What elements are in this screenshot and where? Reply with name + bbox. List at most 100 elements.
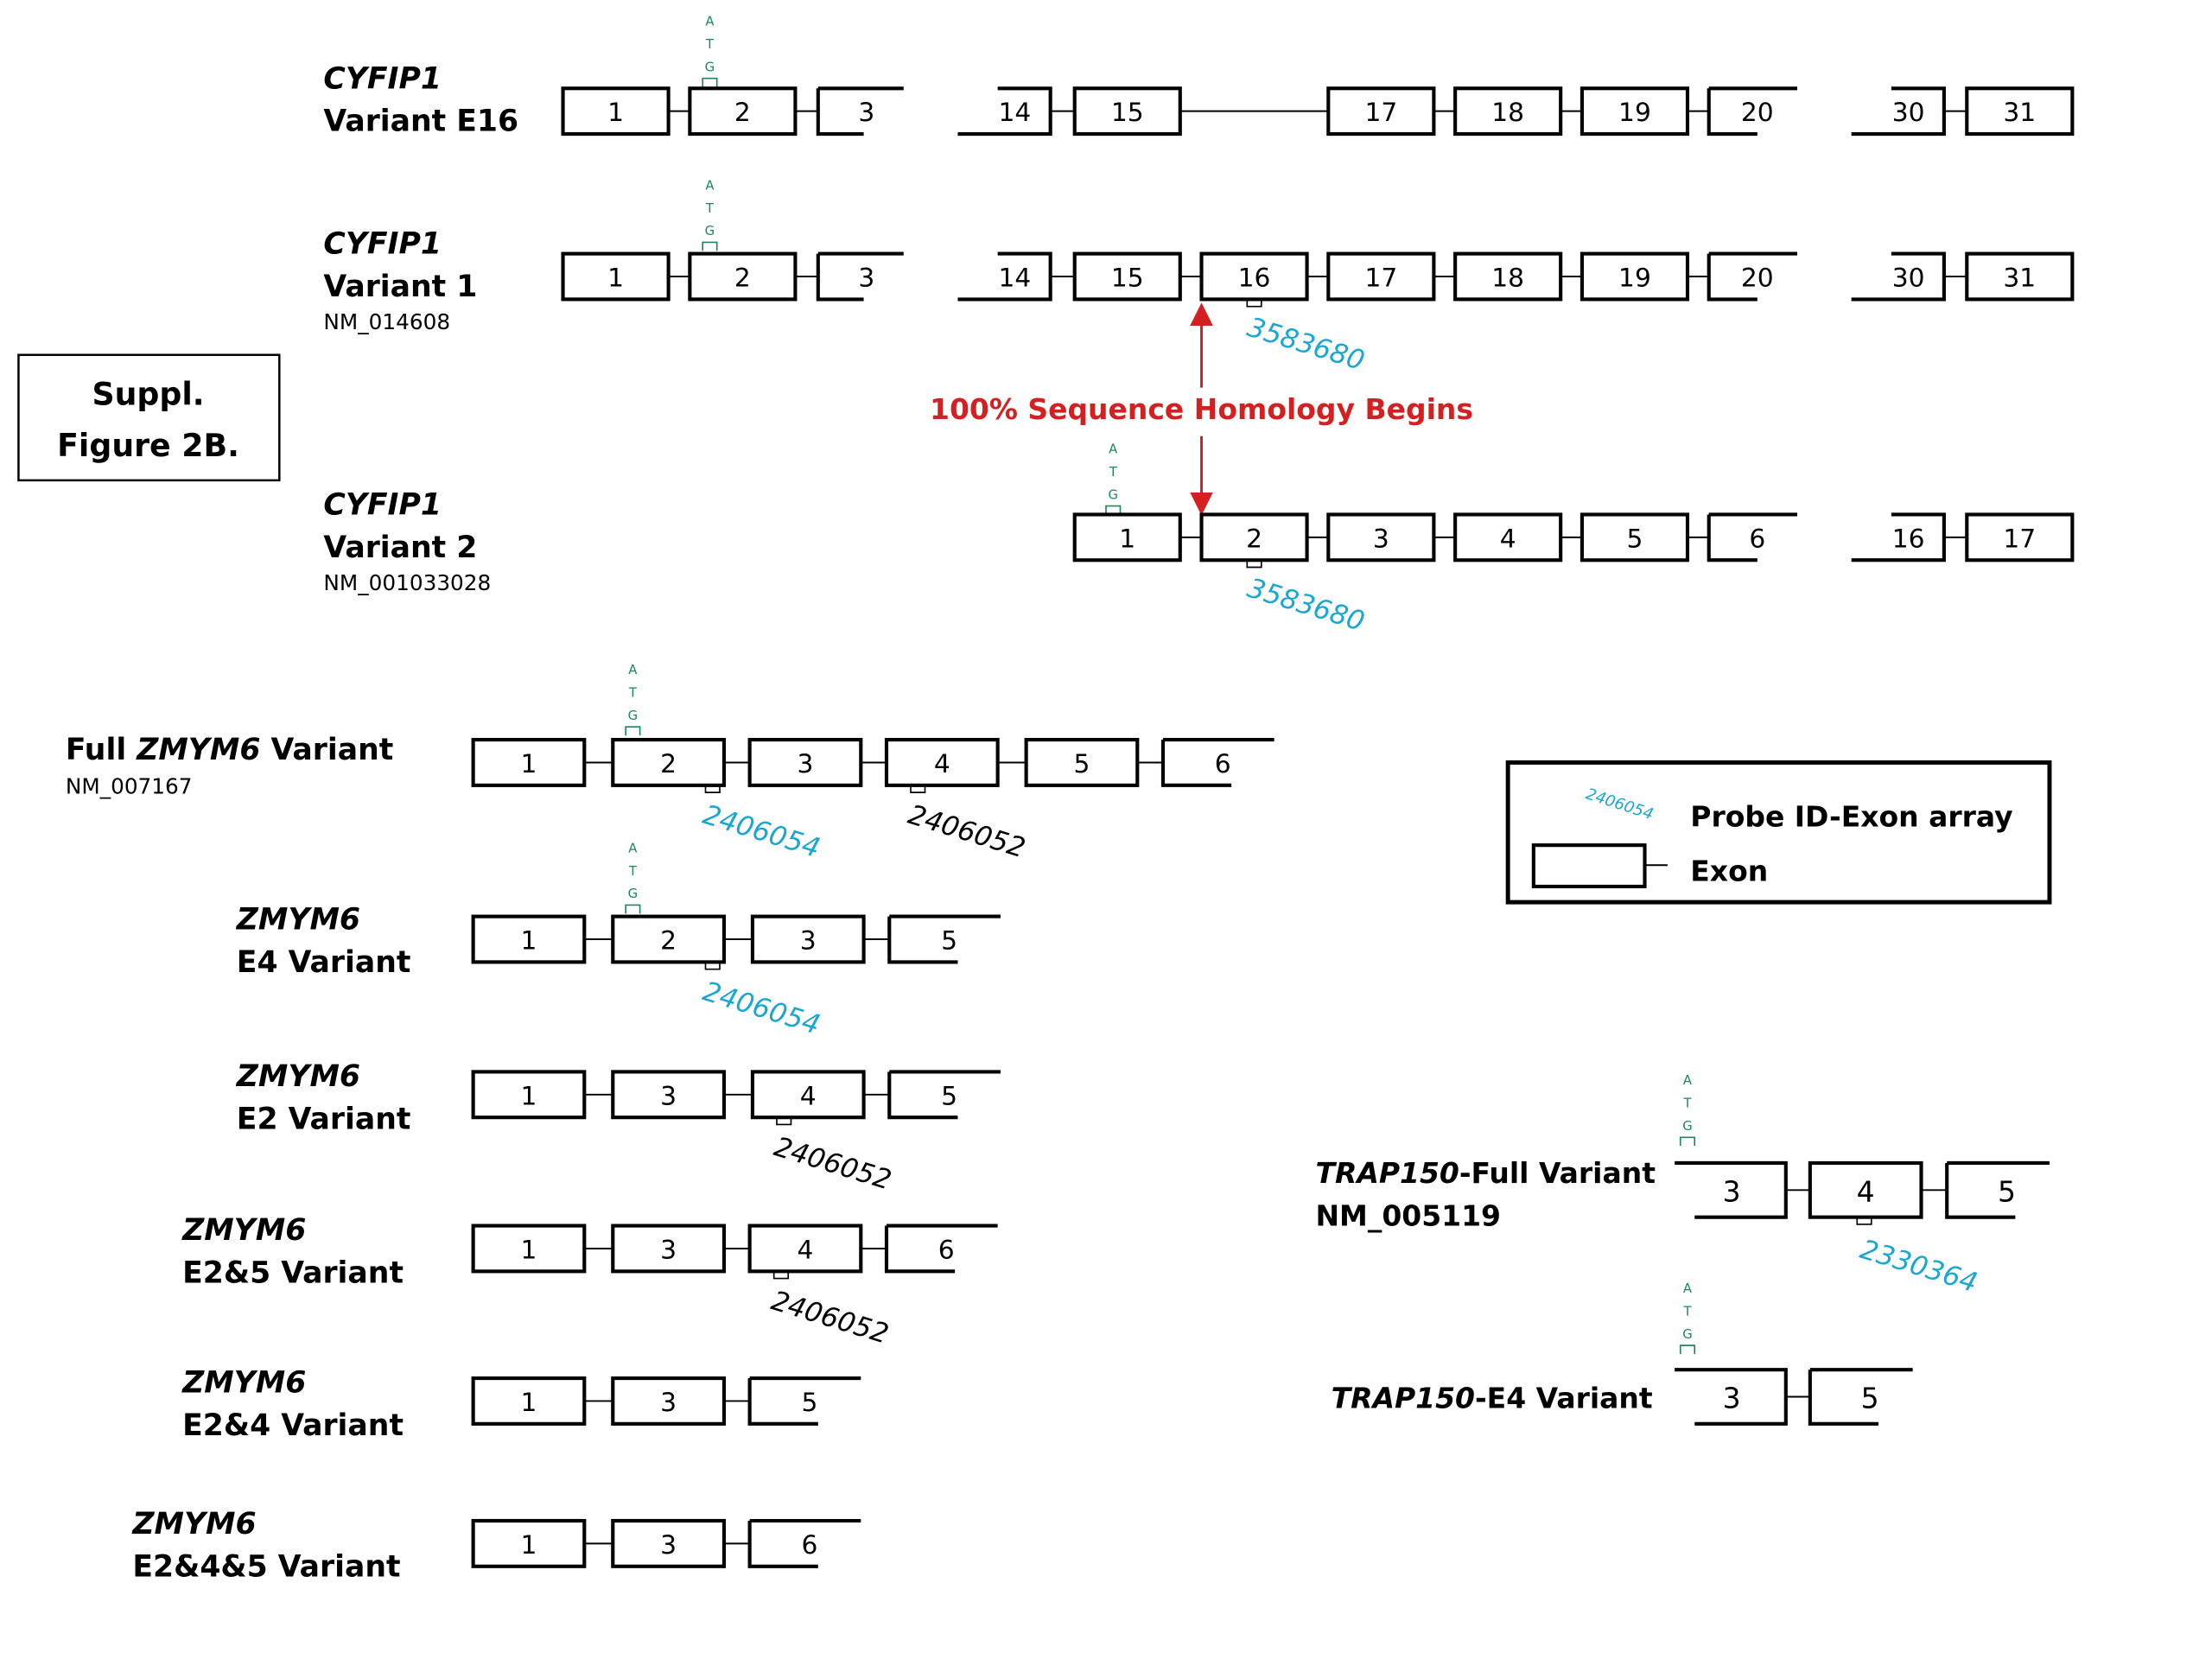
variant-title-part: Variant bbox=[260, 733, 393, 767]
exon-box bbox=[1580, 251, 1690, 302]
partial-exon bbox=[747, 1518, 861, 1568]
variant-accession: NM_014608 bbox=[323, 309, 450, 334]
exon-number: 1 bbox=[607, 98, 624, 128]
atg-start-marker bbox=[1679, 1344, 1696, 1355]
partial-exon bbox=[1808, 1368, 1913, 1426]
exon-box bbox=[1072, 512, 1182, 563]
exon-number: 30 bbox=[1892, 264, 1925, 294]
atg-start-codon-letter: G bbox=[705, 224, 715, 238]
probe-marker bbox=[772, 1271, 789, 1280]
partial-exon bbox=[884, 1224, 998, 1274]
exon-box bbox=[1326, 86, 1436, 137]
atg-start-codon-letter: G bbox=[705, 60, 715, 74]
partial-exon bbox=[1707, 86, 1797, 137]
atg-start-marker bbox=[625, 904, 641, 914]
exon-box bbox=[471, 1376, 587, 1426]
probe-marker bbox=[776, 1117, 792, 1126]
exon-number: 15 bbox=[1111, 264, 1144, 294]
variant-accession: NM_005119 bbox=[1315, 1199, 1501, 1233]
probe-marker bbox=[1246, 299, 1262, 308]
variant-title: Full ZMYM6 Variant bbox=[66, 733, 393, 767]
atg-start-codon-letter: T bbox=[705, 201, 715, 216]
probe-id-label: 2406052 bbox=[905, 799, 1029, 864]
variant-name: E2&4 Variant bbox=[182, 1408, 404, 1443]
exon-box bbox=[747, 1224, 863, 1274]
exon-number: 1 bbox=[521, 1235, 537, 1265]
exon-number: 1 bbox=[607, 264, 624, 294]
variant-title-part: TRAP150 bbox=[1315, 1156, 1459, 1190]
variant-gene-name: CYFIP1 bbox=[323, 61, 442, 96]
legend-exon-text: Exon bbox=[1690, 854, 1768, 887]
exon-box bbox=[1808, 1160, 1923, 1219]
exon-number: 16 bbox=[1238, 264, 1271, 294]
exon-box bbox=[1199, 251, 1309, 302]
exon-number: 14 bbox=[999, 98, 1032, 128]
exon-box bbox=[611, 1376, 726, 1426]
exon-number: 2 bbox=[1246, 524, 1262, 554]
atg-start-marker bbox=[702, 241, 718, 251]
variant-gene-name: ZMYM6 bbox=[181, 1366, 306, 1401]
atg-start-codon-letter: T bbox=[628, 864, 638, 879]
partial-exon bbox=[816, 86, 904, 137]
variant-title: TRAP150-Full Variant bbox=[1315, 1156, 1655, 1190]
atg-start-codon-letter: A bbox=[1683, 1073, 1693, 1088]
probe-id-label: 3583680 bbox=[1243, 573, 1368, 638]
exon-number: 5 bbox=[941, 926, 957, 957]
variant-gene-name: ZMYM6 bbox=[181, 1213, 306, 1248]
atg-start-codon-letter: A bbox=[1109, 442, 1118, 457]
atg-start-codon-letter: G bbox=[1108, 487, 1117, 502]
partial-exon bbox=[1707, 251, 1797, 302]
exon-number: 5 bbox=[1861, 1382, 1879, 1415]
variant-name: Variant 1 bbox=[323, 270, 477, 304]
atg-start-codon-letter: G bbox=[1682, 1119, 1693, 1134]
exon-number: 17 bbox=[1364, 98, 1397, 128]
exon-box bbox=[1072, 86, 1182, 137]
variant-title-part: -Full Variant bbox=[1459, 1156, 1656, 1190]
atg-start-codon-letter: T bbox=[1682, 1096, 1692, 1111]
exon-number: 5 bbox=[1998, 1175, 2016, 1209]
variant-name: E2&5 Variant bbox=[182, 1256, 404, 1291]
exon-box bbox=[471, 738, 587, 787]
atg-start-codon-letter: T bbox=[628, 686, 638, 701]
variant-title: TRAP150-E4 Variant bbox=[1332, 1382, 1653, 1415]
variant-name: E2&4&5 Variant bbox=[132, 1549, 400, 1584]
exon-number: 20 bbox=[1741, 264, 1774, 294]
exon-number: 3 bbox=[798, 749, 814, 779]
exon-number: 1 bbox=[1119, 524, 1135, 554]
exon-number: 15 bbox=[1111, 98, 1144, 128]
exon-number: 3 bbox=[660, 1388, 677, 1418]
probe-marker bbox=[910, 785, 926, 793]
variant-gene-name: ZMYM6 bbox=[236, 1059, 360, 1094]
exon-box bbox=[1072, 251, 1182, 302]
exon-number: 4 bbox=[1857, 1175, 1875, 1209]
partial-exon bbox=[1945, 1160, 2050, 1219]
exon-number: 4 bbox=[800, 1081, 817, 1111]
atg-start-codon-letter: A bbox=[628, 663, 638, 677]
exon-number: 5 bbox=[1627, 524, 1643, 554]
partial-exon bbox=[887, 914, 1001, 964]
exon-box bbox=[688, 251, 798, 302]
legend-probe-text: Probe ID-Exon array bbox=[1690, 800, 2012, 834]
exon-number: 6 bbox=[1749, 524, 1765, 554]
exon-number: 3 bbox=[800, 926, 817, 957]
exon-number: 3 bbox=[660, 1081, 677, 1111]
partial-exon bbox=[957, 251, 1052, 302]
exon-box bbox=[1965, 86, 2075, 137]
exon-box bbox=[611, 1518, 726, 1568]
variant-accession: NM_001033028 bbox=[323, 570, 491, 595]
exon-number: 3 bbox=[1723, 1175, 1741, 1209]
partial-exon bbox=[887, 1070, 1001, 1120]
atg-start-codon-letter: G bbox=[628, 709, 638, 723]
atg-start-codon-letter: A bbox=[628, 841, 638, 855]
atg-start-codon-letter: A bbox=[705, 15, 715, 29]
exon-box bbox=[1326, 512, 1436, 563]
exon-number: 5 bbox=[801, 1388, 817, 1418]
exon-number: 3 bbox=[1723, 1382, 1741, 1415]
exon-number: 5 bbox=[941, 1081, 957, 1111]
exon-number: 18 bbox=[1491, 98, 1524, 128]
exon-number: 16 bbox=[1892, 524, 1925, 554]
atg-start-marker bbox=[625, 726, 641, 736]
exon-number: 5 bbox=[1074, 749, 1090, 779]
